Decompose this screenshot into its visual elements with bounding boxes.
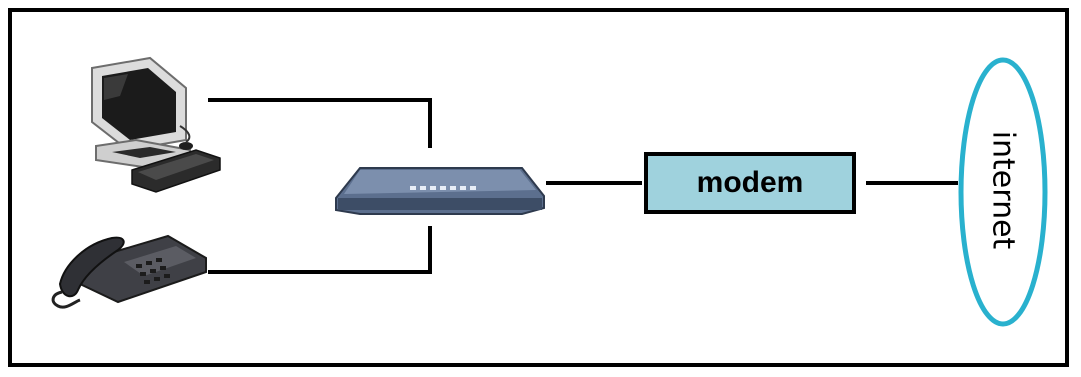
link-phone-router (208, 226, 432, 274)
desktop-computer-icon (91, 56, 221, 193)
telephone-icon (51, 234, 207, 309)
connection-lines (208, 98, 958, 274)
modem-box: modem (644, 152, 856, 214)
router-icon (335, 167, 545, 215)
link-computer-router (208, 98, 432, 148)
modem-label: modem (696, 166, 804, 199)
internet-cloud-outline (958, 57, 1048, 327)
internet-label: internet (985, 130, 1021, 250)
